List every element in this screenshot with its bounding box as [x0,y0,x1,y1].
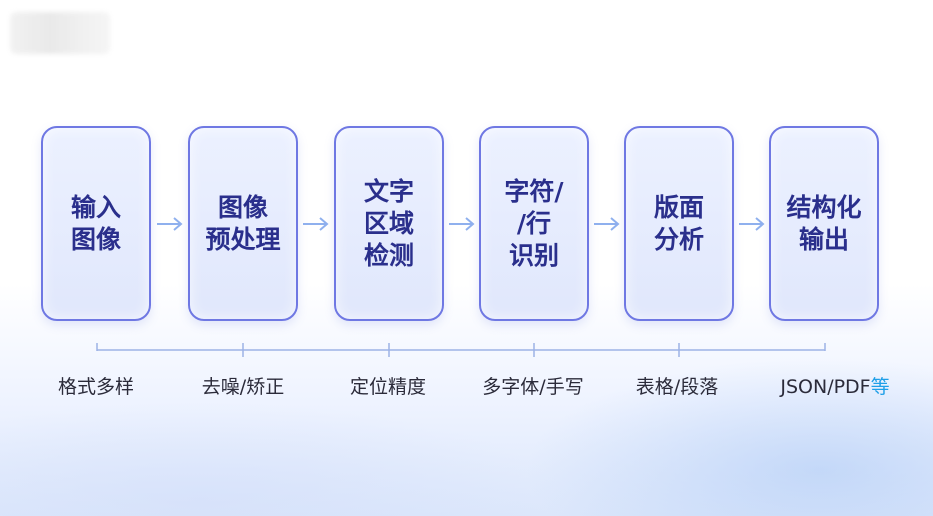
step-label: 输入 图像 [70,192,121,254]
feature-label: 表格/段落 [635,376,719,398]
right-arrow-icon [449,217,475,231]
step-layout-analysis: 版面 分析 [624,126,734,321]
step-label: 图像 预处理 [205,192,281,254]
blurred-logo [10,12,110,54]
feature-label: 去噪/矫正 [201,376,285,398]
step-structured-output: 结构化 输出 [769,126,879,321]
feature-label: 多字体/手写 [482,376,584,398]
feature-text: JSON/PDF [780,376,871,398]
step-label: 版面 分析 [653,192,704,254]
right-arrow-icon [594,217,620,231]
feature-label-output: JSON/PDF等 [760,372,910,399]
step-preprocess: 图像 预处理 [188,126,298,321]
right-arrow-icon [157,217,183,231]
step-char-line-recognition: 字符/ /行 识别 [479,126,589,321]
step-label: 文字 区域 检测 [363,176,414,270]
right-arrow-icon [303,217,329,231]
feature-label: 定位精度 [349,376,426,398]
step-label: 字符/ /行 识别 [504,176,564,270]
feature-highlight: 等 [870,376,890,398]
step-text-detection: 文字 区域 检测 [334,126,444,321]
step-input-image: 输入 图像 [41,126,151,321]
step-label: 结构化 输出 [786,192,862,254]
right-arrow-icon [739,217,765,231]
feature-label: 格式多样 [57,376,134,398]
